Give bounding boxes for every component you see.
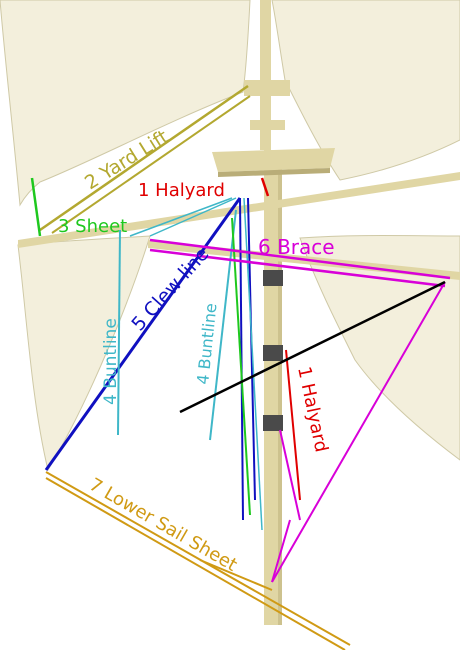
iron-band-2 xyxy=(263,345,283,361)
brace-line-mast2 xyxy=(271,519,291,583)
label-buntline-left: 4 Buntline xyxy=(101,318,121,405)
lower-sail-sheet-line xyxy=(45,471,351,646)
brace-line-upper xyxy=(149,238,451,280)
buntline-fan-2 xyxy=(149,197,237,237)
yard-lift-line xyxy=(39,84,249,232)
lower-sail-sheet-line-3 xyxy=(199,559,273,591)
iron-band-1 xyxy=(263,270,283,286)
stay-line xyxy=(179,280,446,414)
brace-line-diag xyxy=(271,281,446,583)
label-sheet: 3 Sheet xyxy=(58,216,127,237)
halyard-line xyxy=(260,177,270,197)
brace-line-lower xyxy=(149,248,446,288)
mast-cap xyxy=(244,80,290,96)
topmast xyxy=(260,0,271,150)
clew-line xyxy=(44,197,242,471)
brace-line-mast xyxy=(279,429,301,521)
label-halyard-top: 1 Halyard xyxy=(138,180,225,201)
upper-sail xyxy=(0,0,251,207)
halyard-line-lower xyxy=(285,349,301,501)
iron-band-3 xyxy=(263,415,283,431)
sheet-line xyxy=(30,177,42,237)
buntline-right-line xyxy=(209,209,237,441)
buntline-fan-1 xyxy=(129,197,233,237)
buntline-left-line xyxy=(117,229,121,436)
main-yard xyxy=(18,172,460,248)
sheet-mast-line xyxy=(231,217,251,516)
label-buntline-right: 4 Buntline xyxy=(193,302,220,385)
lower-sail-left xyxy=(17,235,151,472)
fighting-top-rim xyxy=(218,168,330,177)
crosstree xyxy=(250,120,285,130)
label-halyard-right: 1 Halyard xyxy=(293,365,332,454)
label-lower-sail-sheet: 7 Lower Sail Sheet xyxy=(86,474,241,576)
label-brace: 6 Brace xyxy=(258,235,335,259)
lower-sail-right xyxy=(299,235,460,461)
fighting-top xyxy=(212,148,335,172)
mast-shadow xyxy=(278,150,282,625)
lower-mast xyxy=(264,150,282,625)
yard-lift-line-2 xyxy=(51,95,251,234)
lower-sail-sheet-line-2 xyxy=(45,477,346,650)
